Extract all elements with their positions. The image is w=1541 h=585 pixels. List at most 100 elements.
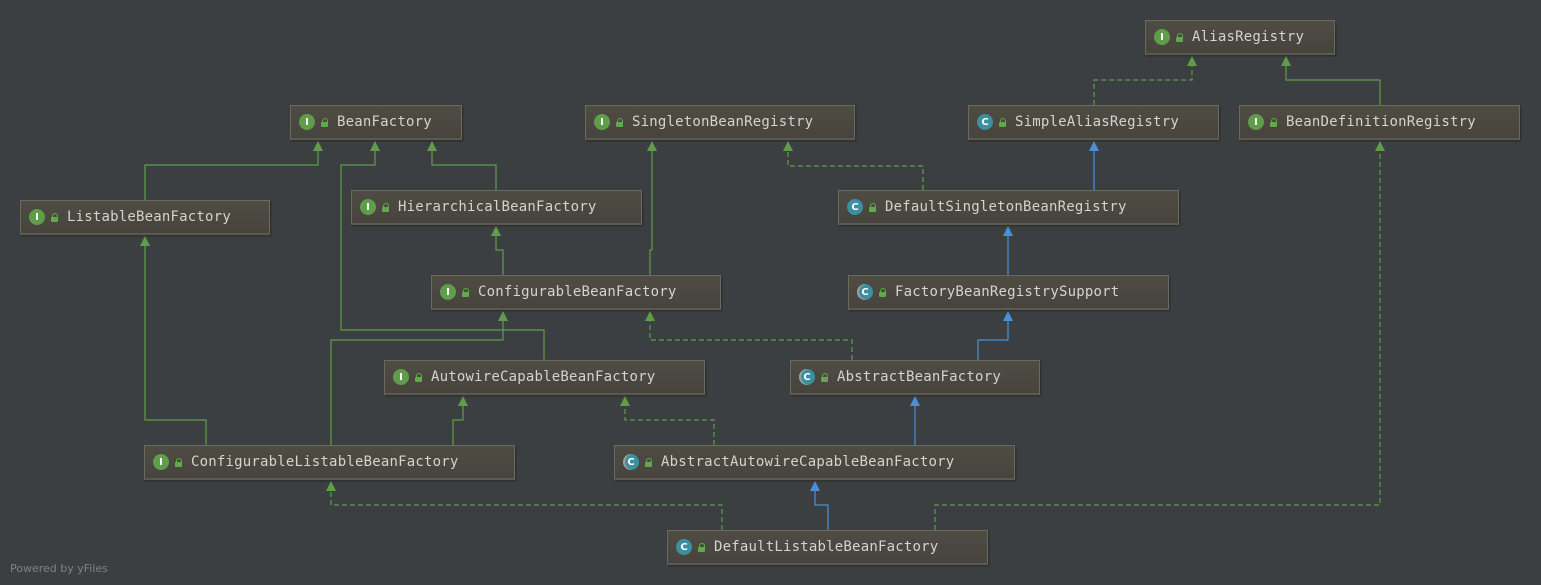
- interface-icon: I: [1248, 114, 1264, 130]
- node-label: AliasRegistry: [1192, 29, 1305, 45]
- node-label: DefaultListableBeanFactory: [714, 539, 939, 555]
- edge-SimpleAliasRegistry-to-AliasRegistry: [1093, 56, 1197, 105]
- edge-arrowhead: [1187, 56, 1197, 66]
- edge-DefaultListableBeanFactory-to-BeanDefinitionRegistry: [934, 141, 1385, 530]
- edge-ConfigurableListableBeanFactory-to-AutowireCapableBeanFactory: [452, 396, 468, 445]
- edge-arrowhead: [498, 311, 508, 321]
- node-label: AbstractAutowireCapableBeanFactory: [661, 454, 955, 470]
- edge-arrowhead: [491, 226, 501, 236]
- edge-HierarchicalBeanFactory-to-BeanFactory: [427, 141, 497, 190]
- edge-ListableBeanFactory-to-BeanFactory: [144, 141, 323, 200]
- edge-FactoryBeanRegistrySupport-to-DefaultSingletonBeanRegistry: [1003, 226, 1013, 275]
- edge-arrowhead: [1281, 56, 1291, 66]
- node-ConfigurableListableBeanFactory[interactable]: I ConfigurableListableBeanFactory: [144, 445, 515, 480]
- public-lock-icon: [697, 542, 706, 552]
- node-FactoryBeanRegistrySupport[interactable]: C FactoryBeanRegistrySupport: [848, 275, 1169, 310]
- edge-line: [452, 405, 464, 445]
- node-label: SingletonBeanRegistry: [632, 114, 814, 130]
- edge-ConfigurableBeanFactory-to-HierarchicalBeanFactory: [491, 226, 504, 275]
- node-AbstractBeanFactory[interactable]: C AbstractBeanFactory: [790, 360, 1040, 395]
- node-label: ConfigurableBeanFactory: [478, 284, 677, 300]
- interface-icon: I: [440, 284, 456, 300]
- edge-arrowhead: [783, 141, 793, 151]
- public-lock-icon: [878, 287, 887, 297]
- edge-arrowhead: [620, 396, 630, 406]
- public-lock-icon: [320, 117, 329, 127]
- public-lock-icon: [461, 287, 470, 297]
- interface-icon: I: [393, 369, 409, 385]
- node-ListableBeanFactory[interactable]: I ListableBeanFactory: [20, 200, 270, 235]
- public-lock-icon: [1175, 32, 1184, 42]
- edge-AbstractBeanFactory-to-FactoryBeanRegistrySupport: [977, 311, 1013, 360]
- public-lock-icon: [1269, 117, 1278, 127]
- edge-arrowhead: [1003, 226, 1013, 236]
- edge-line: [144, 245, 207, 445]
- edge-ConfigurableListableBeanFactory-to-ConfigurableBeanFactory: [330, 311, 508, 445]
- node-label: HierarchicalBeanFactory: [398, 199, 597, 215]
- public-lock-icon: [644, 457, 653, 467]
- edge-arrowhead: [645, 311, 655, 321]
- edge-arrowhead: [1089, 141, 1099, 151]
- class-icon: C: [977, 114, 993, 130]
- edge-line: [1285, 65, 1381, 105]
- class-icon: C: [847, 199, 863, 215]
- edge-line: [340, 150, 545, 360]
- edge-DefaultSingletonBeanRegistry-to-SingletonBeanRegistry: [783, 141, 924, 190]
- edge-BeanDefinitionRegistry-to-AliasRegistry: [1281, 56, 1381, 105]
- interface-icon: I: [153, 454, 169, 470]
- edge-line: [330, 320, 504, 445]
- node-label: ConfigurableListableBeanFactory: [191, 454, 459, 470]
- abstract-class-icon: C: [799, 369, 815, 385]
- public-lock-icon: [381, 202, 390, 212]
- class-icon: C: [676, 539, 692, 555]
- node-label: DefaultSingletonBeanRegistry: [885, 199, 1127, 215]
- node-HierarchicalBeanFactory[interactable]: I HierarchicalBeanFactory: [351, 190, 642, 225]
- node-label: AbstractBeanFactory: [837, 369, 1001, 385]
- public-lock-icon: [414, 372, 423, 382]
- node-label: SimpleAliasRegistry: [1015, 114, 1179, 130]
- public-lock-icon: [998, 117, 1007, 127]
- node-AbstractAutowireCapableBeanFactory[interactable]: C AbstractAutowireCapableBeanFactory: [614, 445, 1015, 480]
- edge-DefaultListableBeanFactory-to-ConfigurableListableBeanFactory: [326, 481, 723, 530]
- edge-line: [624, 405, 715, 445]
- edge-line: [495, 235, 504, 275]
- edge-line: [431, 150, 497, 190]
- public-lock-icon: [50, 212, 59, 222]
- node-BeanDefinitionRegistry[interactable]: I BeanDefinitionRegistry: [1239, 105, 1520, 140]
- edge-arrowhead: [1375, 141, 1385, 151]
- node-label: ListableBeanFactory: [67, 209, 231, 225]
- abstract-class-icon: C: [857, 284, 873, 300]
- node-ConfigurableBeanFactory[interactable]: I ConfigurableBeanFactory: [431, 275, 721, 310]
- edge-DefaultSingletonBeanRegistry-to-SimpleAliasRegistry: [1089, 141, 1099, 190]
- edge-arrowhead: [1003, 311, 1013, 321]
- edge-line: [1093, 65, 1193, 105]
- edge-arrowhead: [810, 481, 820, 491]
- edge-AbstractAutowireCapableBeanFactory-to-AutowireCapableBeanFactory: [620, 396, 715, 445]
- node-SimpleAliasRegistry[interactable]: C SimpleAliasRegistry: [968, 105, 1219, 140]
- edge-line: [144, 150, 319, 200]
- interface-icon: I: [360, 199, 376, 215]
- abstract-class-icon: C: [623, 454, 639, 470]
- edge-arrowhead: [370, 141, 380, 151]
- node-DefaultSingletonBeanRegistry[interactable]: C DefaultSingletonBeanRegistry: [838, 190, 1179, 225]
- node-DefaultListableBeanFactory[interactable]: C DefaultListableBeanFactory: [667, 530, 988, 565]
- node-label: FactoryBeanRegistrySupport: [895, 284, 1120, 300]
- edge-DefaultListableBeanFactory-to-AbstractAutowireCapableBeanFactory: [810, 481, 829, 530]
- edge-ConfigurableListableBeanFactory-to-ListableBeanFactory: [140, 236, 207, 445]
- edge-arrowhead: [647, 141, 657, 151]
- interface-icon: I: [29, 209, 45, 225]
- powered-by-credit: Powered by yFiles: [10, 562, 108, 575]
- edge-arrowhead: [140, 236, 150, 246]
- edge-arrowhead: [427, 141, 437, 151]
- edge-AutowireCapableBeanFactory-to-BeanFactory: [340, 141, 545, 360]
- node-label: BeanDefinitionRegistry: [1286, 114, 1476, 130]
- edge-line: [814, 490, 829, 530]
- edge-arrowhead: [458, 396, 468, 406]
- public-lock-icon: [868, 202, 877, 212]
- edge-line: [649, 320, 853, 360]
